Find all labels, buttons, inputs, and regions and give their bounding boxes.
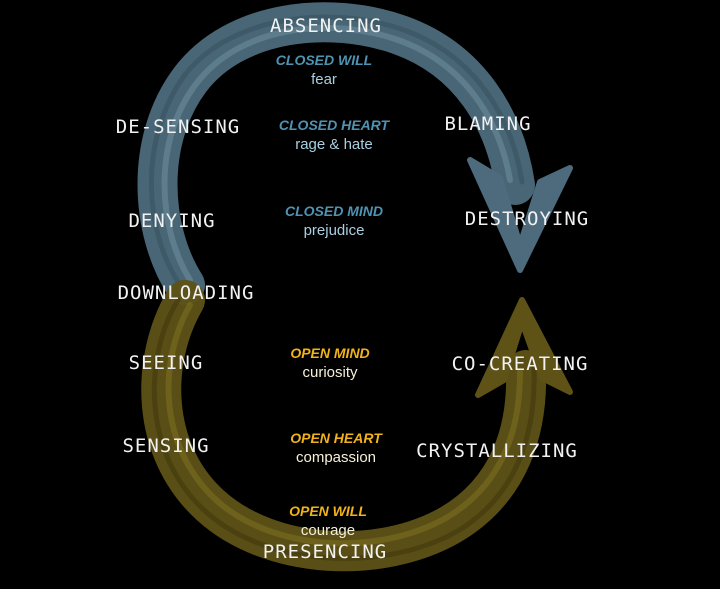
state-head: CLOSED WILL — [275, 52, 373, 68]
open-loop-arrow — [141, 280, 573, 572]
state-sub: courage — [300, 522, 356, 539]
stage-destroying: DESTROYING — [464, 208, 590, 230]
state-head: OPEN MIND — [290, 345, 370, 361]
stage-absencing: ABSENCING — [270, 15, 382, 37]
stage-presencing: PRESENCING — [262, 541, 388, 563]
state-open-mind: OPEN MIND curiosity — [290, 345, 369, 381]
state-head: CLOSED HEART — [278, 117, 390, 133]
stage-sensing: SENSING — [122, 435, 210, 457]
stage-denying: DENYING — [128, 210, 216, 232]
state-sub: compassion — [295, 449, 377, 466]
state-sub: curiosity — [302, 364, 358, 381]
stage-blaming: BLAMING — [444, 113, 532, 135]
closed-loop-arrow — [137, 2, 573, 305]
state-closed-heart: CLOSED HEART rage & hate — [279, 117, 389, 153]
stage-crystallizing: CRYSTALLIZING — [416, 440, 578, 462]
state-head: CLOSED MIND — [285, 203, 383, 219]
state-closed-will: CLOSED WILL fear — [276, 52, 372, 88]
stage-seeing: SEEING — [128, 352, 204, 374]
state-head: OPEN WILL — [289, 503, 367, 519]
state-sub: fear — [311, 71, 337, 88]
stage-downloading: DOWNLOADING — [117, 282, 255, 304]
state-sub: prejudice — [303, 222, 365, 239]
stage-co-creating: CO-CREATING — [451, 353, 589, 375]
stage-de-sensing: DE-SENSING — [115, 116, 241, 138]
state-open-heart: OPEN HEART compassion — [290, 430, 382, 466]
state-head: OPEN HEART — [290, 430, 382, 446]
state-open-will: OPEN WILL courage — [289, 503, 367, 539]
state-sub: rage & hate — [295, 136, 373, 153]
state-closed-mind: CLOSED MIND prejudice — [285, 203, 383, 239]
